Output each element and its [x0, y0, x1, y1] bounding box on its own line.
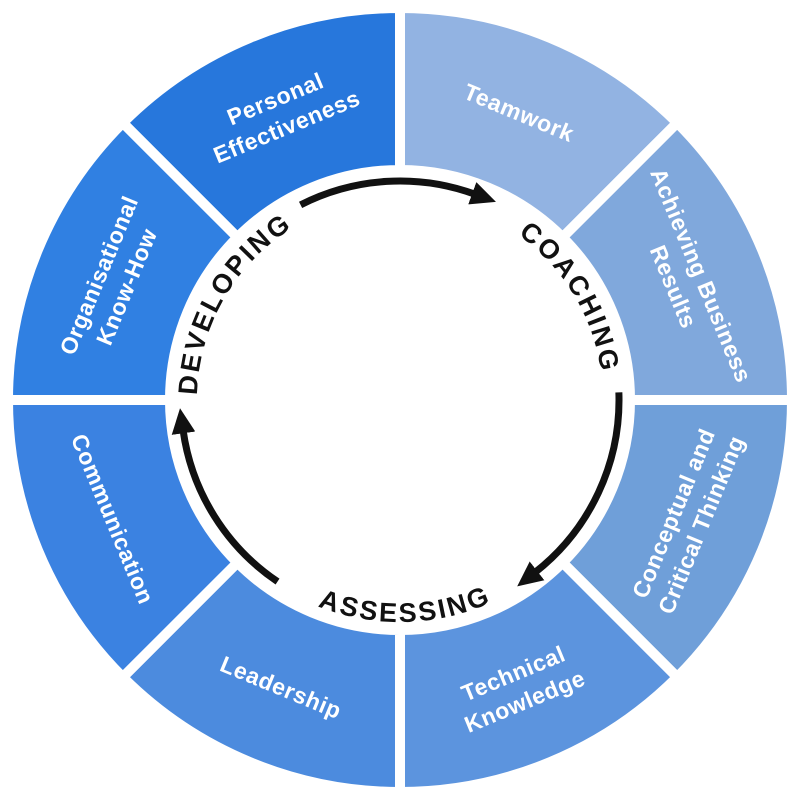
cycle-arrow-assessing-to-developing: [171, 408, 280, 585]
cycle-arrow-coaching-to-assessing: [517, 392, 623, 587]
cycle-arrow-developing-to-coaching: [298, 177, 496, 208]
segment-organisational-know-how: [2, 115, 245, 405]
